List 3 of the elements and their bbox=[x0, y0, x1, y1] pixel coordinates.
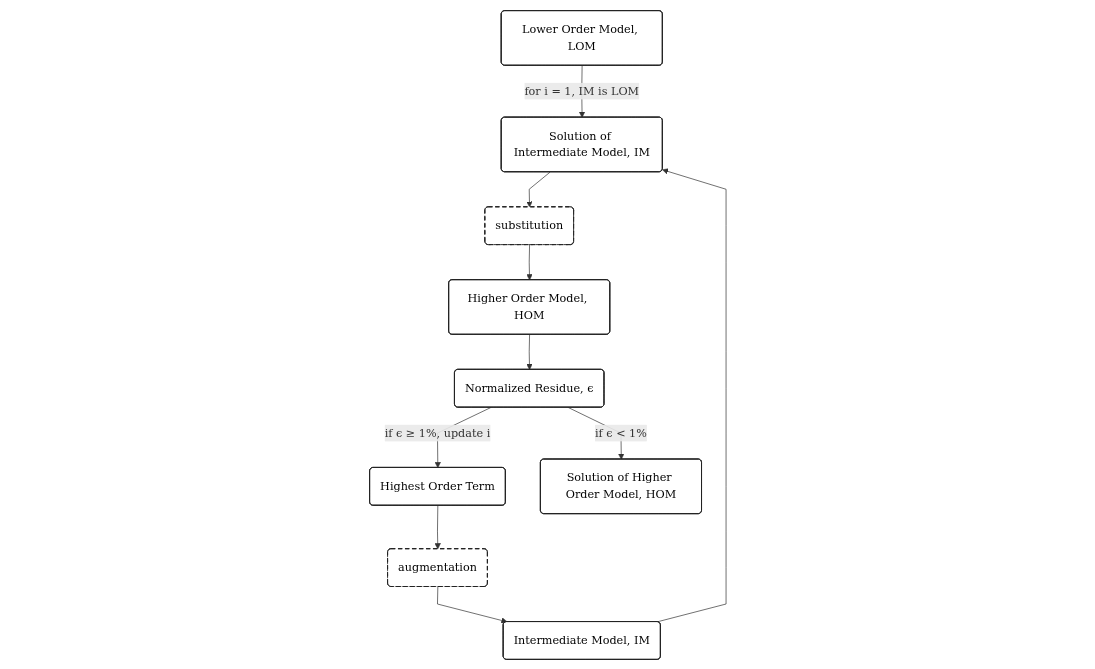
edge-label: if ϵ < 1% bbox=[594, 425, 647, 439]
edge-label: if ϵ ≥ 1%, update i bbox=[384, 425, 490, 439]
edge-label: for i = 1, IM is LOM bbox=[524, 83, 639, 97]
